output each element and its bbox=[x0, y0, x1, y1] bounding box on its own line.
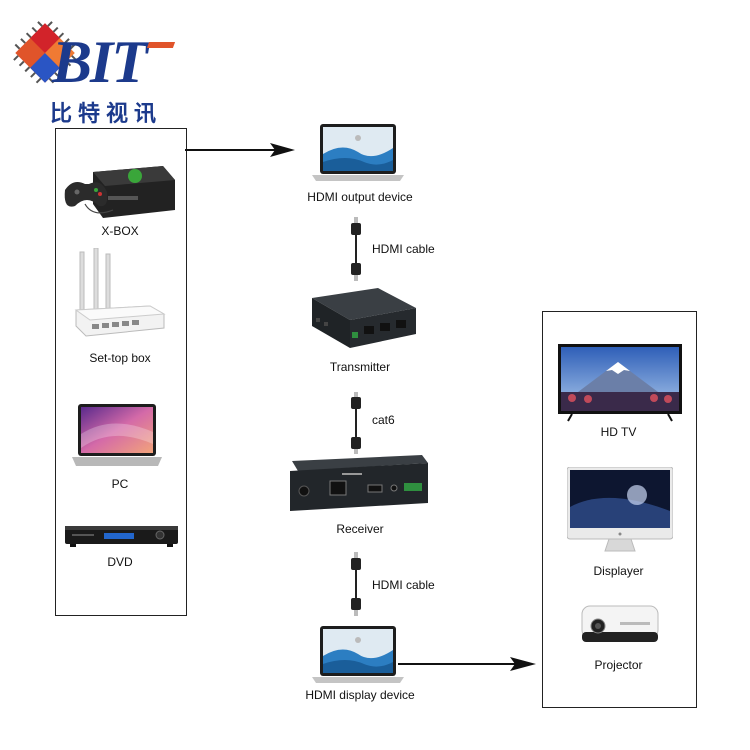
logo-chip-icon bbox=[13, 21, 77, 84]
cable-label-hdmi-2: HDMI cable bbox=[372, 578, 435, 592]
logo-accent bbox=[146, 42, 176, 48]
arrow-to-output-device bbox=[185, 143, 295, 157]
logo: BIT 比特视讯 bbox=[10, 18, 180, 128]
cable-label-cat6: cat6 bbox=[372, 413, 395, 427]
source-label-pc: PC bbox=[111, 477, 129, 491]
display-label-hd-tv: HD TV bbox=[600, 425, 637, 439]
hdmi-cable-icon bbox=[351, 552, 361, 616]
logo-chinese: 比特视讯 bbox=[50, 102, 163, 127]
cable-label-hdmi-1: HDMI cable bbox=[372, 242, 435, 256]
display-laptop-icon bbox=[312, 626, 404, 683]
source-label-set-top-box: Set-top box bbox=[89, 351, 151, 365]
cat6-cable-icon bbox=[351, 392, 361, 454]
receiver-icon bbox=[290, 455, 428, 511]
source-label-xbox: X-BOX bbox=[101, 224, 139, 238]
xbox-console-icon bbox=[64, 166, 175, 218]
receiver-label: Receiver bbox=[336, 522, 384, 536]
transmitter-label: Transmitter bbox=[329, 360, 391, 374]
logo-wordmark: BIT bbox=[52, 29, 148, 95]
hdmi-cable-icon bbox=[351, 217, 361, 281]
projector-icon bbox=[581, 605, 659, 642]
output-laptop-icon bbox=[312, 124, 404, 181]
tv-icon bbox=[558, 344, 682, 422]
transmitter-icon bbox=[312, 288, 416, 348]
laptop-icon bbox=[72, 404, 162, 466]
arrow-to-displays bbox=[398, 657, 536, 671]
source-label-dvd: DVD bbox=[107, 555, 133, 569]
display-label-projector: Projector bbox=[594, 658, 643, 672]
display-label-displayer: Displayer bbox=[593, 564, 644, 578]
output-device-label: HDMI output device bbox=[307, 190, 413, 204]
router-icon bbox=[74, 248, 166, 337]
monitor-icon bbox=[567, 467, 673, 552]
display-device-label: HDMI display device bbox=[305, 688, 415, 702]
dvd-player-icon bbox=[65, 526, 178, 547]
